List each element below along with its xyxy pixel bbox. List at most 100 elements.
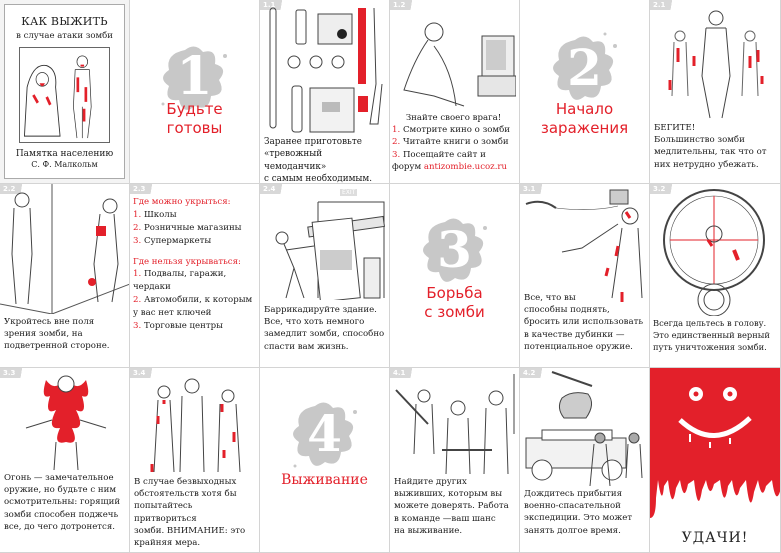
text-line: способны поднять, xyxy=(524,305,610,316)
chapter-card-2: 2 Начало заражения xyxy=(520,0,650,184)
cover-author: С. Ф. Малкольм xyxy=(31,160,98,169)
text-line: на выживание. xyxy=(394,525,463,536)
page-label: 3.3 xyxy=(0,368,30,378)
text-line: Всегда цельтесь в голову. xyxy=(653,318,767,328)
card-text: Дождитесь прибытия военно-спасательной э… xyxy=(524,488,645,537)
cover-title: КАК ВЫЖИТЬ xyxy=(21,15,108,28)
chapter-title: Будьте готовы xyxy=(130,100,259,138)
cover-footer: Памятка населению xyxy=(15,149,114,159)
card-4-2: 4.2 Дождитесь прибытия военно-спасательн… xyxy=(520,368,650,553)
list-item: у вас нет ключей xyxy=(133,308,212,319)
text-line: в качестве дубинки — xyxy=(524,329,625,340)
text-line: Баррикадируйте здание. xyxy=(264,305,377,315)
list-item: 1. Подвалы, гаражи, xyxy=(133,269,227,280)
page-label: 3.1 xyxy=(520,184,550,194)
card-3-4: 3.4 В случае безвыходных обстоятельств х… xyxy=(130,368,260,553)
text-line: БЕГИТЕ! xyxy=(654,123,696,133)
card-text: Все, что вы способны поднять, бросить ил… xyxy=(524,292,645,353)
list-item: чердаки xyxy=(133,282,171,293)
chapter-title-line1: Начало xyxy=(555,100,614,118)
card-text: Заранее приготовьте «тревожный чемоданчи… xyxy=(264,136,385,183)
page-label: 3.2 xyxy=(650,184,680,194)
page-label: 2.4 xyxy=(260,184,290,194)
chapter-title: Начало заражения xyxy=(520,100,649,138)
text-line: обстоятельств хотя бы xyxy=(134,489,237,500)
emergency-kit-illustration xyxy=(269,7,383,133)
text-line: подветренной стороне. xyxy=(4,341,110,352)
chapter-title: Выживание xyxy=(260,472,389,490)
card-3-2: 3.2 Всегда цельтесь в голову. Это единст… xyxy=(650,184,781,368)
chapter-card-1: 1 Будьте готовы xyxy=(130,0,260,184)
card-text: Баррикадируйте здание. Все, что хоть нем… xyxy=(264,304,385,353)
card-1-2: 1.2 Знайте своего врага! 1. Смотрите кин… xyxy=(390,0,520,184)
pretend-zombie-illustration xyxy=(150,378,241,473)
cover-frame: КАК ВЫЖИТЬ в случае атаки зомби Памятка … xyxy=(4,4,125,179)
card-2-3: 2.3 Где можно укрыться: 1. Школы 2. Розн… xyxy=(130,184,260,368)
text-line: выживших, которым вы xyxy=(394,489,503,500)
text-line: В случае безвыходных xyxy=(134,477,237,487)
page-label: 1.1 xyxy=(260,0,290,10)
card-3-3: 3.3 Огонь — замечательное оружие, но буд… xyxy=(0,368,130,553)
zombie-with-phone-illustration xyxy=(525,189,643,302)
chapter-number: 4 xyxy=(307,404,342,463)
text-line: оружие, но будьте с ним xyxy=(4,485,117,496)
man-watching-tv-illustration xyxy=(403,22,516,107)
forum-link[interactable]: antizombie.ucoz.ru xyxy=(423,161,508,172)
rifle-scope-illustration xyxy=(663,189,765,316)
card-1-1: 1.1 Заранее приготовьте «тревожный чемод… xyxy=(260,0,390,184)
text-line: зрения зомби, на xyxy=(4,329,83,340)
chapter-card-4: 4 Выживание xyxy=(260,368,390,553)
card-3-1: 3.1 Все, что вы способны поднять, бросит… xyxy=(520,184,650,368)
text-line: Дождитесь прибытия xyxy=(524,489,623,499)
card-2-2: 2.2 Укройтесь вне поля зрения зомби, на … xyxy=(0,184,130,368)
card-heading: Знайте своего врага! xyxy=(405,113,502,123)
card-text: В случае безвыходных обстоятельств хотя … xyxy=(134,476,255,549)
text-line: зомби. ВНИМАНИЕ: это xyxy=(134,525,246,536)
paint-splat-icon xyxy=(292,402,357,468)
card-2-4: 2.4 EXIT Баррикадируйте здание. Все, что… xyxy=(260,184,390,368)
shelter-lists: Где можно укрыться: 1. Школы 2. Розничны… xyxy=(133,196,257,333)
text-line: осмотрительны: горящий xyxy=(4,497,121,508)
dripping-smiley-icon xyxy=(650,387,780,518)
barricading-door-illustration xyxy=(275,201,386,300)
text-line: Это единственный верный xyxy=(653,329,770,340)
cover-zombies-illustration xyxy=(19,47,110,143)
list-item: 3. Торговые центры xyxy=(133,321,223,332)
text-line: зомби способен поджечь xyxy=(4,509,119,520)
forum-line: форум antizombie.ucoz.ru xyxy=(392,161,508,172)
list-item: 2. Автомобили, к которым xyxy=(133,295,253,306)
card-text: Всегда цельтесь в голову. Это единственн… xyxy=(653,318,778,353)
exit-sign: EXIT xyxy=(340,189,358,196)
text-line: путь уничтожения зомби. xyxy=(653,341,767,352)
blood-drip-background xyxy=(650,368,780,480)
text-line: них нетрудно убежать. xyxy=(654,159,759,170)
text-line: военно-спасательной xyxy=(524,501,621,512)
text-line: Все, что хоть немного xyxy=(264,317,365,328)
card-text: Огонь — замечательное оружие, но будьте … xyxy=(4,472,125,533)
paint-splat-icon xyxy=(552,32,617,100)
hiding-behind-wall-illustration xyxy=(0,184,129,314)
card-2-1: 2.1 БЕГИТЕ! Большинство зомби медлительн… xyxy=(650,0,781,184)
chapter-title-line1: Борьба xyxy=(426,284,483,302)
card-text: Знайте своего врага! 1. Смотрите кино о … xyxy=(392,112,515,173)
card-text: БЕГИТЕ! Большинство зомби медлительны, т… xyxy=(654,122,776,171)
page-label: 4.1 xyxy=(390,368,420,378)
text-line: занять долгое время. xyxy=(524,525,621,536)
page-label: 2.1 xyxy=(650,0,680,10)
text-line: потенциальное оружие. xyxy=(524,341,633,352)
good-luck-text: УДАЧИ! xyxy=(681,530,749,546)
running-from-zombies-illustration xyxy=(668,10,764,119)
page-label: 4.2 xyxy=(520,368,550,378)
card-text: Укройтесь вне поля зрения зомби, на подв… xyxy=(4,316,125,353)
list-item: 2. Розничные магазины xyxy=(133,222,242,233)
list-item: 1. Школы xyxy=(133,209,177,220)
can-shelter-heading: Где можно укрыться: xyxy=(133,197,231,207)
chapter-title-line1: Выживание xyxy=(281,472,368,488)
cannot-shelter-heading: Где нельзя укрываться: xyxy=(133,256,241,267)
text-line: в команде —ваш шанс xyxy=(394,513,496,524)
chapter-title-line2: заражения xyxy=(540,118,629,137)
text-line: экспедиции. Это может xyxy=(524,513,633,524)
text-line: Большинство зомби xyxy=(654,135,745,146)
page-label: 2.3 xyxy=(130,184,160,194)
